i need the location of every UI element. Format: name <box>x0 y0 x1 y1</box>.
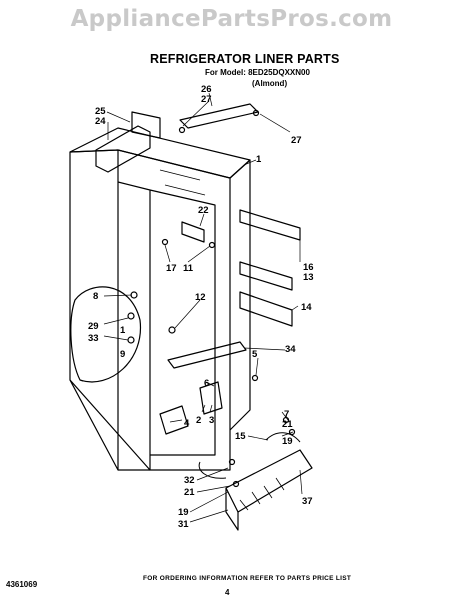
drain-part <box>159 405 189 435</box>
document-number: 4361069 <box>6 580 38 589</box>
callout-label: 22 <box>198 205 209 216</box>
damper-part <box>95 125 151 173</box>
callout-label: 16 <box>303 262 314 273</box>
callout-label: 25 <box>95 106 106 117</box>
callout-label: 12 <box>195 292 206 303</box>
callout-label: 33 <box>88 333 99 344</box>
air-duct-part <box>179 103 259 129</box>
callout-label: 1 <box>256 154 262 165</box>
callout-label: 14 <box>301 302 312 313</box>
callout-label: 3 <box>209 415 214 426</box>
drawer-part <box>225 449 313 513</box>
callout-label: 1 <box>120 325 126 336</box>
callout-labels: 26 27 27 25 24 1 22 17 11 16 13 14 8 12 … <box>88 84 314 530</box>
callout-label: 17 <box>166 263 177 274</box>
callout-label: 8 <box>93 291 98 302</box>
bracket-part <box>181 221 205 243</box>
callout-label: 29 <box>88 321 99 332</box>
callout-label: 11 <box>183 263 194 274</box>
liner-bottom <box>69 379 151 471</box>
page-title: REFRIGERATOR LINER PARTS <box>150 52 340 66</box>
callout-label: 4 <box>184 418 190 429</box>
liner-right-face <box>229 159 251 431</box>
callout-label: 26 <box>201 84 212 95</box>
variant-label: (Almond) <box>252 79 288 88</box>
callout-label: 37 <box>302 496 313 507</box>
callout-label: 7 <box>284 409 289 420</box>
callout-label: 27 <box>201 94 212 105</box>
side-cutout <box>70 286 142 383</box>
liner-left-face <box>69 149 119 471</box>
liner-opening <box>117 149 231 471</box>
callout-label: 21 <box>184 487 195 498</box>
callout-label: 2 <box>196 415 201 426</box>
shelf-rail-middle <box>239 261 293 291</box>
watermark: AppliancePartsPros.com <box>70 6 393 32</box>
shelf-rail-lower <box>239 291 293 327</box>
callout-label: 21 <box>282 419 293 430</box>
callout-label: 32 <box>184 475 195 486</box>
callout-label: 9 <box>120 349 125 360</box>
page-number: 4 <box>225 588 230 597</box>
callout-label: 15 <box>235 431 246 442</box>
callout-label: 31 <box>178 519 189 530</box>
model-line: For Model: 8ED25DQXXN00 <box>205 68 310 77</box>
callout-label: 6 <box>204 378 209 389</box>
callout-label: 13 <box>303 272 314 283</box>
crisper-cover-part <box>167 341 247 369</box>
callout-label: 5 <box>252 349 258 360</box>
callout-label: 34 <box>285 344 296 355</box>
shelf-rail-upper <box>239 209 301 241</box>
callout-label: 19 <box>178 507 189 518</box>
callout-label: 24 <box>95 116 106 127</box>
callout-label: 27 <box>291 135 302 146</box>
ordering-notice: FOR ORDERING INFORMATION REFER TO PARTS … <box>143 575 352 582</box>
callout-label: 19 <box>282 436 293 447</box>
